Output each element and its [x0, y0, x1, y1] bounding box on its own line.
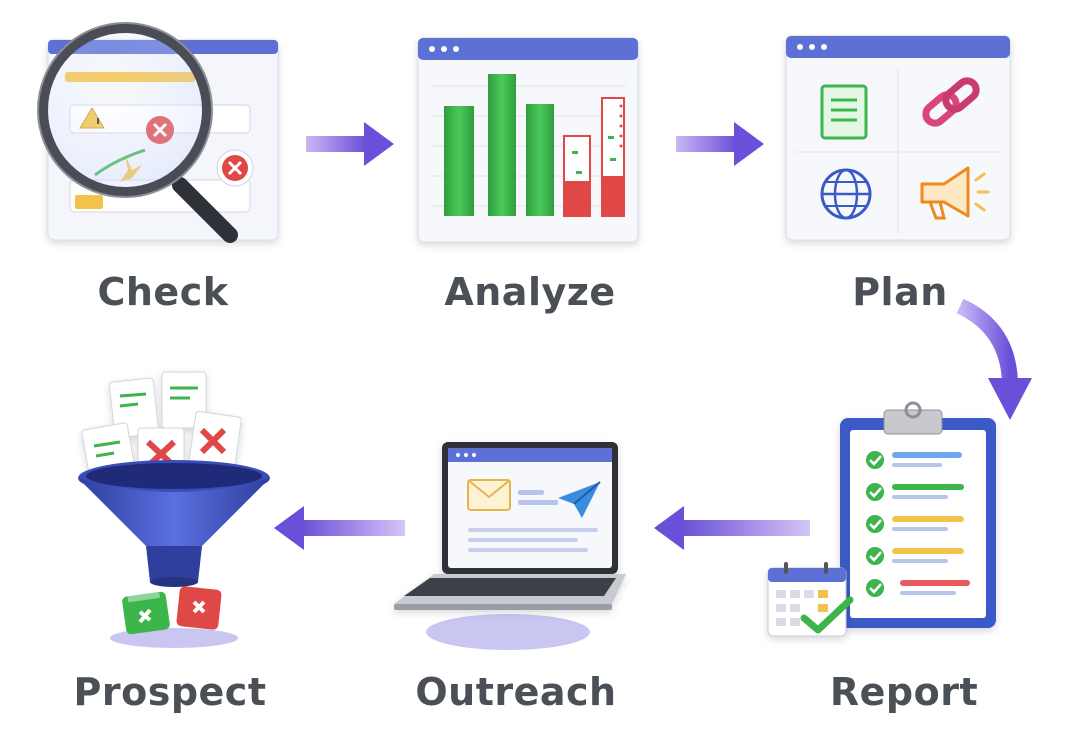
arrow-left-3 — [654, 506, 810, 550]
step-analyze: Analyze — [400, 0, 660, 320]
arrow-right-1 — [306, 122, 394, 166]
magnifier-window-icon — [37, 22, 279, 243]
bar-chart-window-icon — [417, 37, 639, 243]
step-report: Report — [760, 400, 1060, 730]
step-label-outreach: Outreach — [415, 670, 617, 714]
funnel-icon — [78, 371, 270, 648]
plan-grid-window-icon — [785, 35, 1011, 241]
step-label-prospect: Prospect — [73, 670, 267, 714]
step-check: Check — [0, 0, 300, 320]
arrow-left-4 — [274, 506, 405, 550]
arrow-curve-down — [956, 298, 1032, 420]
step-prospect: Prospect — [40, 360, 320, 730]
clipboard-checklist-icon — [767, 401, 996, 637]
step-outreach: Outreach — [390, 430, 670, 730]
laptop-email-icon — [394, 442, 626, 650]
step-label-plan: Plan — [852, 270, 948, 314]
step-label-report: Report — [829, 670, 979, 714]
step-plan: Plan — [770, 0, 1030, 320]
step-label-check: Check — [97, 270, 229, 314]
step-label-analyze: Analyze — [444, 270, 616, 314]
arrow-right-2 — [676, 122, 764, 166]
